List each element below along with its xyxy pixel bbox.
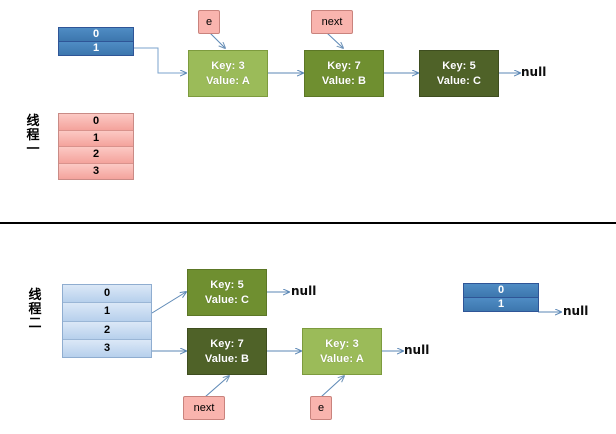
- pointer-tag-label: e: [205, 15, 213, 28]
- table-cell: 0: [59, 28, 133, 42]
- pointer-tag-next: next: [183, 396, 225, 420]
- node-key-5: Key: 5 Value: C: [187, 269, 267, 316]
- table-cell: 2: [63, 321, 151, 340]
- section-divider: [0, 222, 616, 224]
- node-value: Value: C: [204, 293, 250, 306]
- thread-one-label: 线 程 一: [24, 114, 42, 158]
- node-key-7: Key: 7 Value: B: [187, 328, 267, 375]
- top-new-table: 0 1: [58, 27, 134, 56]
- node-key: Key: 5: [442, 59, 476, 72]
- thread-label-char: 程: [28, 302, 42, 318]
- thread-two-label: 线 程 二: [26, 288, 44, 332]
- node-key: Key: 5: [210, 278, 244, 291]
- node-key: Key: 7: [327, 59, 361, 72]
- thread-label-char: 线: [28, 288, 42, 303]
- table-cell: 0: [63, 285, 151, 304]
- node-value: Value: B: [204, 352, 250, 365]
- null-terminator: null: [291, 284, 317, 298]
- table-cell: 0: [464, 284, 538, 298]
- node-key-7: Key: 7 Value: B: [304, 50, 384, 97]
- table-cell: 0: [59, 114, 133, 131]
- node-value: Value: C: [436, 74, 482, 87]
- thread-label-char: 程: [26, 128, 40, 144]
- table-cell: 3: [59, 163, 133, 179]
- node-key-3: Key: 3 Value: A: [188, 50, 268, 97]
- thread-label-char: 一: [26, 142, 40, 158]
- pointer-tag-e: e: [310, 396, 332, 420]
- null-terminator: null: [404, 343, 430, 357]
- thread-label-char: 线: [26, 114, 40, 129]
- top-old-table: 0 1 2 3: [58, 113, 134, 180]
- table-cell: 1: [59, 42, 133, 55]
- bottom-new-table: 0 1: [463, 283, 539, 312]
- node-value: Value: B: [321, 74, 367, 87]
- table-cell: 1: [63, 303, 151, 322]
- pointer-tag-label: next: [321, 15, 343, 28]
- node-value: Value: A: [320, 352, 364, 365]
- bottom-old-table: 0 1 2 3: [62, 284, 152, 358]
- table-cell: 3: [63, 339, 151, 357]
- pointer-tag-next: next: [311, 10, 353, 34]
- thread-label-char: 二: [28, 316, 42, 332]
- table-cell: 1: [464, 298, 538, 311]
- node-value: Value: A: [206, 74, 250, 87]
- pointer-tag-e: e: [198, 10, 220, 34]
- null-terminator: null: [521, 65, 547, 79]
- pointer-tag-label: next: [193, 401, 215, 414]
- node-key: Key: 3: [211, 59, 245, 72]
- node-key: Key: 3: [325, 337, 359, 350]
- node-key-3: Key: 3 Value: A: [302, 328, 382, 375]
- table-cell: 1: [59, 130, 133, 147]
- node-key-5: Key: 5 Value: C: [419, 50, 499, 97]
- node-key: Key: 7: [210, 337, 244, 350]
- table-cell: 2: [59, 147, 133, 164]
- null-terminator: null: [563, 304, 589, 318]
- pointer-tag-label: e: [317, 401, 325, 414]
